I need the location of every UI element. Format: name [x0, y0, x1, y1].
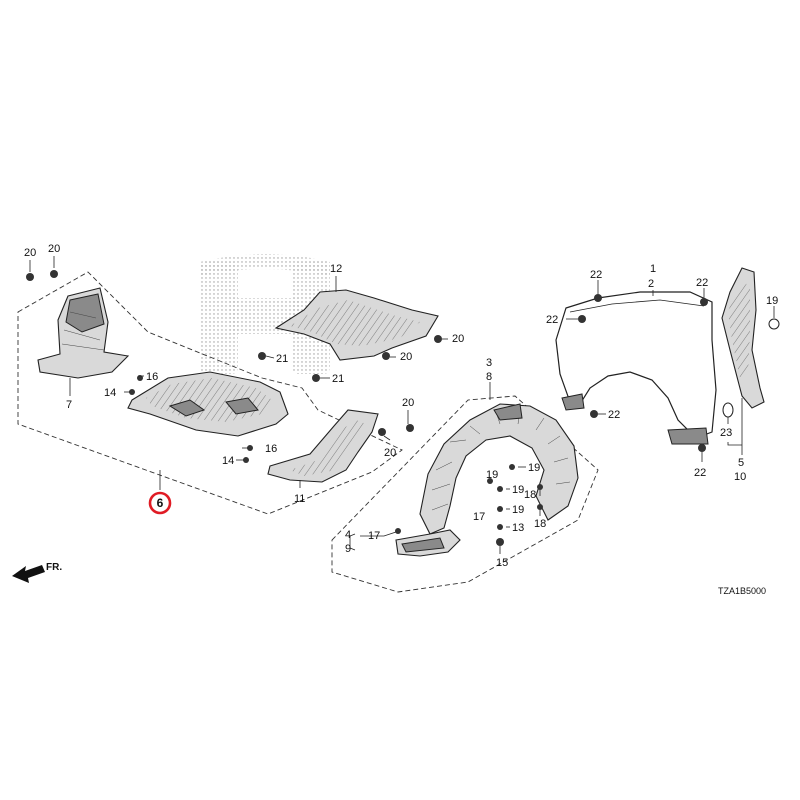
highlighted-part-callout[interactable]: 6 [148, 491, 172, 515]
part-12-cross-splash [274, 289, 439, 361]
fastener-22d [590, 410, 598, 418]
callout-10: 10 [734, 471, 746, 483]
callout-2: 2 [648, 278, 654, 290]
fastener-19b [509, 464, 515, 470]
callout-18: 18 [534, 518, 546, 530]
fastener-13 [497, 524, 503, 530]
callout-19: 19 [766, 295, 778, 307]
callout-20: 20 [24, 247, 36, 259]
callout-21: 21 [332, 373, 344, 385]
fastener-21a [258, 352, 266, 360]
part-5-fender-bracket [721, 267, 765, 409]
fastener-20d [382, 352, 390, 360]
group-outline-undercover [17, 271, 403, 515]
callout-22: 22 [696, 277, 708, 289]
fastener-19a [768, 318, 780, 330]
front-direction-arrow-icon: FR. [12, 562, 62, 583]
callout-22: 22 [694, 467, 706, 479]
callout-12: 12 [330, 263, 342, 275]
callout-20: 20 [384, 447, 396, 459]
fastener-20c [434, 335, 442, 343]
fasteners [26, 270, 780, 546]
callout-19: 19 [486, 469, 498, 481]
callout-13: 13 [512, 522, 524, 534]
fastener-14a [129, 389, 135, 395]
group-outline-fender-liner [331, 395, 599, 593]
part-6-undercover [127, 371, 289, 437]
part-1-front-fender [555, 291, 717, 445]
callout-20: 20 [402, 397, 414, 409]
callout-1: 1 [650, 263, 656, 275]
fastener-14b [243, 457, 249, 463]
callout-11: 11 [294, 493, 305, 505]
callout-18: 18 [524, 489, 536, 501]
callout-3: 3 [486, 357, 492, 369]
callout-17: 17 [473, 511, 485, 523]
fastener-22e [698, 444, 706, 452]
brand-watermark [200, 254, 330, 374]
callout-16: 16 [146, 371, 158, 383]
part-7-splash-shield [37, 287, 130, 379]
fastener-19d [497, 506, 503, 512]
fastener-18a [537, 484, 543, 490]
callout-16: 16 [265, 443, 277, 455]
fastener-17 [395, 528, 401, 534]
fastener-19c [497, 486, 503, 492]
callout-21: 21 [276, 353, 288, 365]
callout-23: 23 [720, 427, 732, 439]
callout-14: 14 [104, 387, 116, 399]
callout-labels: 20 20 7 16 14 21 21 12 20 20 16 14 11 20… [24, 243, 778, 569]
callout-6: 6 [157, 496, 164, 510]
fastener-20a [26, 273, 34, 281]
part-11-rear-undercover [267, 409, 379, 483]
callout-17: 17 [368, 530, 380, 542]
part-4-fender-splash [395, 529, 461, 557]
callout-8: 8 [486, 371, 492, 383]
callout-4: 4 [345, 529, 351, 541]
fastener-15 [496, 538, 504, 546]
fastener-21b [312, 374, 320, 382]
callout-14: 14 [222, 455, 234, 467]
fastener-20e [406, 424, 414, 432]
fastener-16b [247, 445, 253, 451]
fastener-20b [50, 270, 58, 278]
fastener-20f [378, 428, 386, 436]
fastener-16a [137, 375, 143, 381]
catalog-code: TZA1B5000 [718, 586, 766, 596]
callout-20: 20 [400, 351, 412, 363]
fastener-19e [487, 478, 493, 484]
callout-22: 22 [590, 269, 602, 281]
callout-19: 19 [512, 504, 524, 516]
part-3-fender-liner [419, 403, 579, 535]
leader-lines [29, 256, 775, 554]
fastener-22c [700, 298, 708, 306]
callout-20: 20 [48, 243, 60, 255]
fastener-23 [722, 402, 734, 418]
callout-7: 7 [66, 399, 72, 411]
fastener-22a [594, 294, 602, 302]
callout-20: 20 [452, 333, 464, 345]
fastener-22b [578, 315, 586, 323]
callout-19: 19 [512, 484, 524, 496]
callout-15: 15 [496, 557, 508, 569]
svg-text:FR.: FR. [46, 562, 62, 573]
callout-5: 5 [738, 457, 744, 469]
callout-22: 22 [546, 314, 558, 326]
callout-22: 22 [608, 409, 620, 421]
callout-19: 19 [528, 462, 540, 474]
fastener-18b [537, 504, 543, 510]
callout-9: 9 [345, 543, 351, 555]
